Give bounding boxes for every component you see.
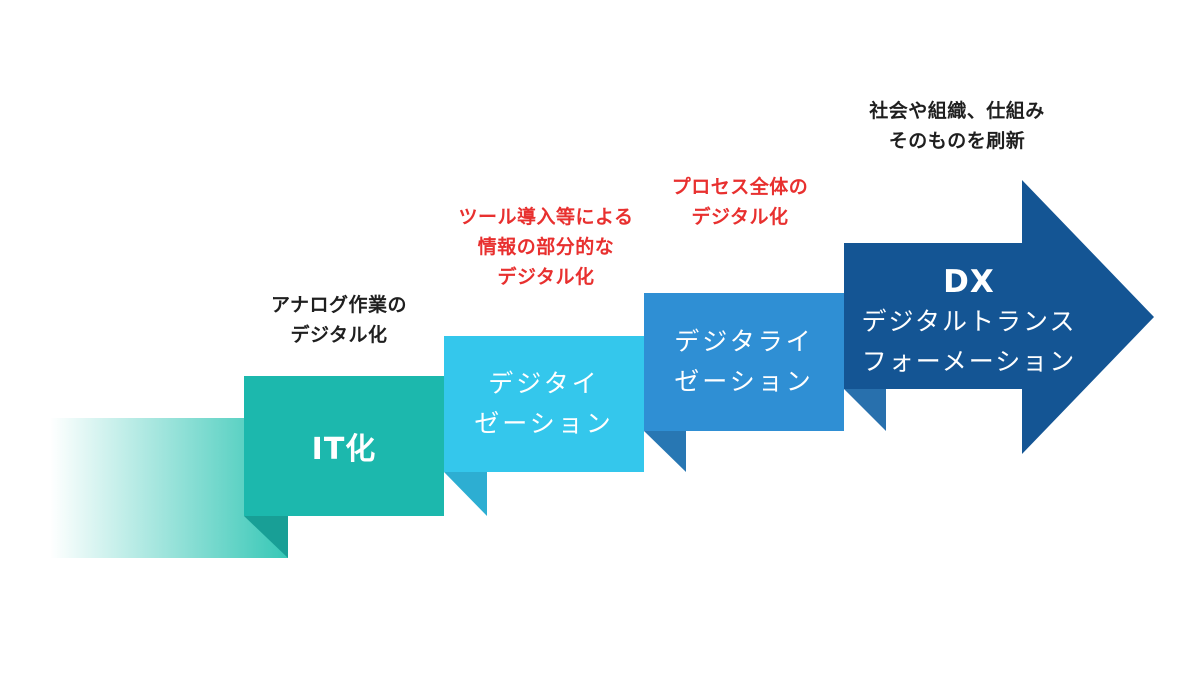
dx-step-fold	[844, 389, 886, 431]
digitalization-step-fold	[644, 431, 686, 472]
digitalization-caption-line: デジタル化	[691, 206, 789, 228]
digitization-caption-line: ツール導入等による	[458, 206, 634, 228]
dx-arrow	[844, 180, 1154, 454]
dx-label-line: フォーメーション	[861, 347, 1077, 376]
digitalization-label-line: ゼーション	[674, 367, 814, 396]
digitization-step-block	[444, 336, 644, 472]
digitalization-caption: プロセス全体の デジタル化	[650, 172, 830, 232]
dx-step-label: DX デジタルトランス フォーメーション	[844, 262, 1094, 382]
it-step-label: IT化	[311, 432, 377, 467]
digitalization-step-label: デジタライ ゼーション	[644, 293, 844, 431]
it-caption-line: デジタル化	[290, 324, 388, 346]
digitization-caption-line: デジタル化	[497, 266, 595, 288]
it-caption-line: アナログ作業の	[270, 294, 408, 316]
it-step-fold	[244, 516, 288, 558]
digitization-step-fold	[444, 472, 487, 516]
digitalization-label-line: デジタライ	[674, 327, 814, 356]
it-caption: アナログ作業の デジタル化	[254, 290, 424, 350]
dx-caption: 社会や組織、仕組み そのものを刷新	[852, 96, 1062, 156]
digitization-label-line: ゼーション	[474, 409, 614, 438]
digitization-label-line: デジタイ	[488, 369, 600, 398]
dx-abbreviation: DX	[943, 264, 995, 300]
digitalization-step-block	[644, 293, 844, 431]
digitalization-caption-line: プロセス全体の	[671, 176, 809, 198]
digitization-step-label: デジタイ ゼーション	[444, 336, 644, 472]
dx-label-line: デジタルトランス	[861, 307, 1077, 336]
dx-caption-line: 社会や組織、仕組み	[869, 100, 1045, 122]
dx-caption-line: そのものを刷新	[888, 130, 1026, 152]
it-step-block	[244, 376, 444, 516]
digitization-caption-line: 情報の部分的な	[477, 236, 615, 258]
digitization-caption: ツール導入等による 情報の部分的な デジタル化	[436, 202, 656, 292]
